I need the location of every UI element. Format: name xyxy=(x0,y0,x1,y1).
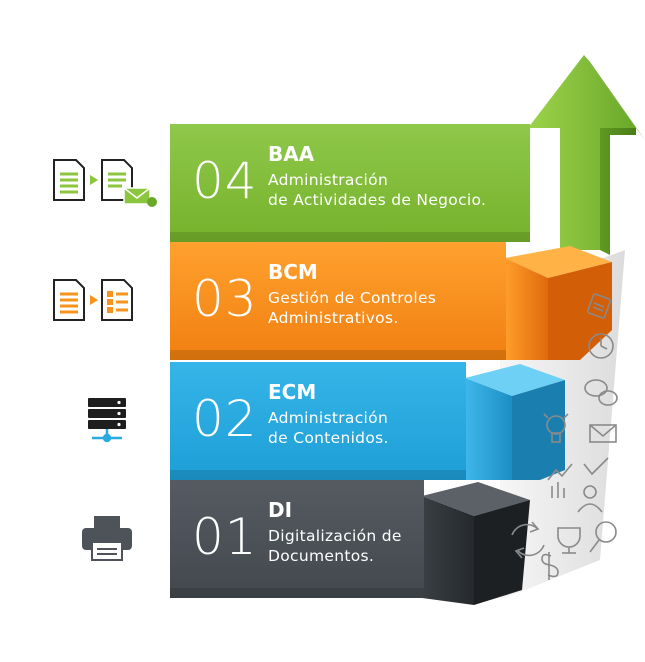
magnifier-icon xyxy=(589,521,617,553)
recycle-arrows-icon xyxy=(511,521,545,559)
trophy-icon xyxy=(557,527,581,554)
printer-icon xyxy=(82,516,132,561)
description-line: Gestión de Controles xyxy=(268,289,437,307)
description-line: Administrativos. xyxy=(268,309,399,327)
level-number: 04 xyxy=(192,152,258,210)
level-04-band: 04 BAA Administración de Actividades de … xyxy=(170,124,530,242)
level-code: BAA xyxy=(268,142,315,166)
lightbulb-icon xyxy=(543,413,569,443)
level-number: 01 xyxy=(192,508,258,566)
level-description: Digitalización de Documentos. xyxy=(268,526,518,566)
level-number: 02 xyxy=(192,390,258,448)
document-icon xyxy=(586,293,612,319)
level-number: 03 xyxy=(192,270,258,328)
dollar-icon xyxy=(541,552,559,580)
level-01-band: 01 DI Digitalización de Documentos. xyxy=(170,480,424,598)
level-description: Administración de Actividades de Negocio… xyxy=(268,170,518,210)
person-icon xyxy=(577,485,603,513)
checkmark-icon xyxy=(583,457,609,476)
email-icon xyxy=(589,424,617,443)
description-line: de Contenidos. xyxy=(268,429,389,447)
growth-arrow xyxy=(528,55,636,250)
level-03-band: 03 BCM Gestión de Controles Administrati… xyxy=(170,242,506,360)
level-code: DI xyxy=(268,498,293,522)
level-02-band: 02 ECM Administración de Contenidos. xyxy=(170,362,466,480)
wall-icons xyxy=(511,293,618,580)
document-to-checklist-icon xyxy=(53,279,133,321)
level-code: BCM xyxy=(268,260,318,284)
description-line: Administración xyxy=(268,171,389,189)
level-description: Gestión de Controles Administrativos. xyxy=(268,288,518,328)
level-code: ECM xyxy=(268,380,317,404)
growth-chart-icon xyxy=(547,463,573,498)
description-line: Digitalización de xyxy=(268,527,402,545)
document-to-document-email-icon xyxy=(53,159,157,207)
chat-bubbles-icon xyxy=(584,379,618,406)
description-line: Administración xyxy=(268,409,389,427)
clock-icon xyxy=(588,333,614,359)
level-description: Administración de Contenidos. xyxy=(268,408,518,448)
description-line: de Actividades de Negocio. xyxy=(268,191,487,209)
server-network-icon xyxy=(88,398,126,443)
description-line: Documentos. xyxy=(268,547,375,565)
